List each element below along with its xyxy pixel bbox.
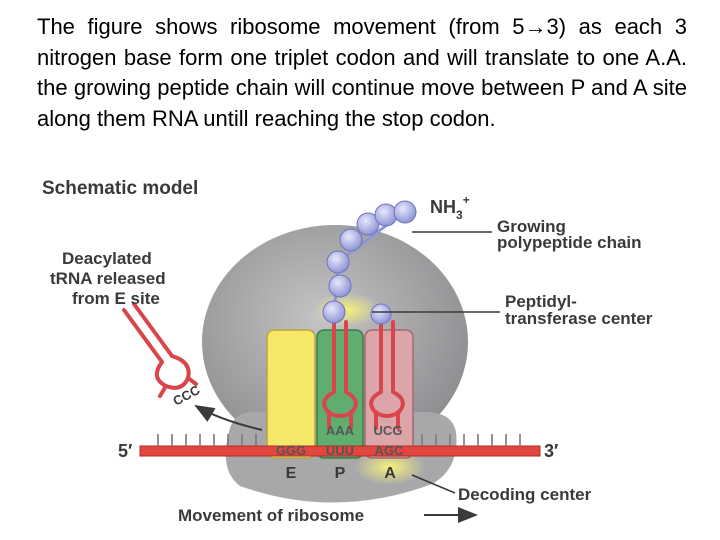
growing-label-2: polypeptide chain [497,233,642,252]
a-site-block [364,329,414,459]
peptidyl-label-1: Peptidyl- [505,292,577,311]
p-site-anticodon: AAA [326,423,355,438]
released-trna [122,302,198,398]
nh3-label: NH3+ [430,193,470,222]
three-prime-label: 3′ [544,441,558,461]
site-label-p: P [335,465,346,482]
amino-acid-bead [328,274,352,298]
caption-text: The figure shows ribosome movement (from… [37,14,687,131]
deacylated-label-1: Deacylated [62,249,152,268]
movement-label: Movement of ribosome [178,506,364,525]
mrna-codon-p: UUU [326,443,354,458]
decoding-leader [411,474,456,494]
diagram-title: Schematic model [42,178,198,199]
release-arrow [194,404,263,431]
five-prime-label: 5′ [118,441,132,461]
decoding-label: Decoding center [458,485,592,504]
site-label-a: A [384,465,396,482]
site-label-e: E [286,465,297,482]
mrna-codon-e: GGG [276,443,306,458]
growing-label-1: Growing [497,217,566,236]
a-site-anticodon: UCG [374,423,403,438]
p-site-block [316,329,364,459]
mrna-codon-a: AGC [375,443,405,458]
a-site-trna [369,320,405,430]
deacylated-label-2: tRNA released [50,269,166,288]
deacylated-label-3: from E site [72,289,160,308]
amino-acid-bead [393,200,417,224]
p-site-trna [322,320,358,430]
amino-acid-bead [339,228,363,252]
peptidyl-label-2: transferase center [505,309,653,328]
amino-acid-bead [326,250,350,274]
polypeptide-chain [322,200,417,325]
mrna-strand [139,434,541,457]
amino-acid-bead [370,303,392,325]
e-site-block [266,329,316,459]
amino-acid-bead [322,300,346,324]
amino-acid-bead [374,203,398,227]
